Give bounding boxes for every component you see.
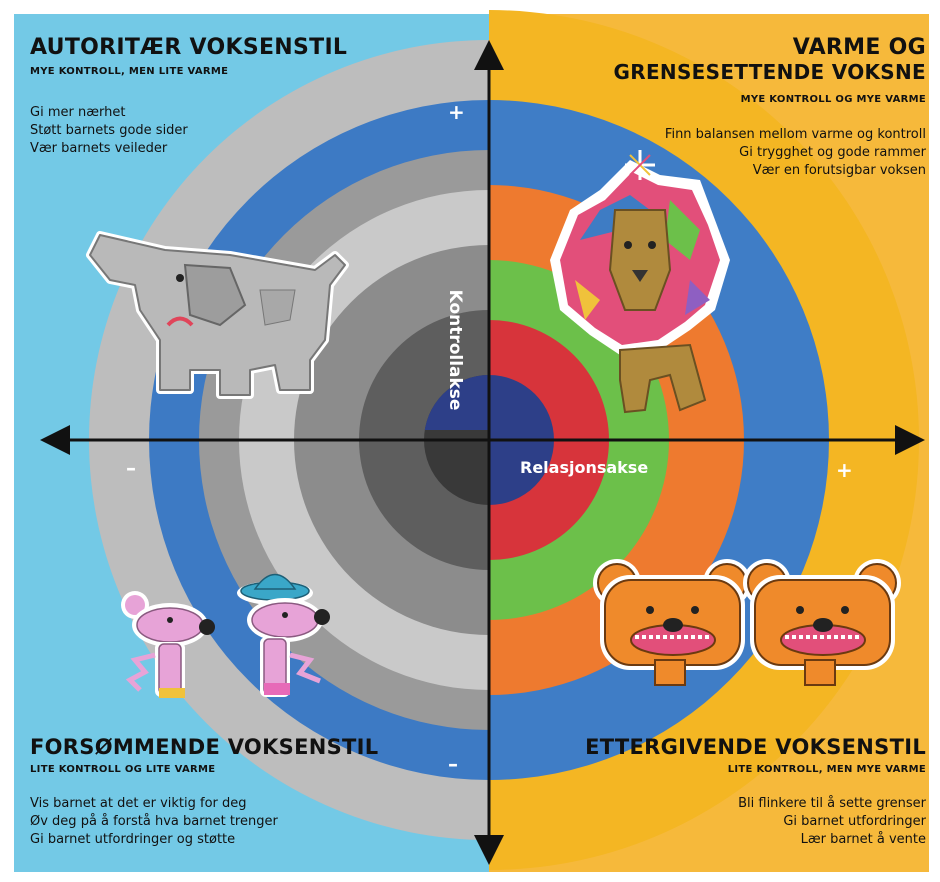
tip: Øv deg på å forstå hva barnet trenger <box>30 814 278 829</box>
elephant-illustration <box>86 231 349 399</box>
tip: Gi mer nærhet <box>30 105 126 120</box>
tip: Vis barnet at det er viktig for deg <box>30 796 247 811</box>
bottom-right-tips: Bli flinkere til å sette grenser Gi barn… <box>738 795 926 849</box>
tip: Gi trygghet og gode rammer <box>739 145 926 160</box>
top-left-subtitle: MYE KONTROLL, MEN LITE VARME <box>30 66 229 77</box>
top-plus-sign: + <box>448 100 465 124</box>
tip: Finn balansen mellom varme og kontroll <box>664 127 926 142</box>
left-minus-sign: – <box>126 456 136 480</box>
mouse-right <box>237 573 330 697</box>
tip: Lær barnet å vente <box>800 832 926 847</box>
tip: Gi barnet utfordringer og støtte <box>30 832 236 847</box>
mouse-left <box>121 591 215 698</box>
bottom-left-subtitle: LITE KONTROLL OG LITE VARME <box>30 764 216 775</box>
tip: Vær barnets veileder <box>30 141 168 156</box>
center-dot <box>424 375 489 430</box>
tip: Vær en forutsigbar voksen <box>752 163 926 178</box>
sparkle-icon <box>625 150 655 180</box>
tip: Støtt barnets gode sider <box>30 123 188 138</box>
bears-illustration <box>593 559 901 686</box>
top-left-tips: Gi mer nærhet Støtt barnets gode sider V… <box>30 104 188 158</box>
lion-illustration <box>550 150 730 414</box>
bottom-minus-sign: – <box>448 752 458 776</box>
bear-left <box>593 559 751 686</box>
bottom-right-subtitle: LITE KONTROLL, MEN MYE VARME <box>727 764 926 775</box>
mice-illustration <box>121 573 330 698</box>
top-right-subtitle: MYE KONTROLL OG MYE VARME <box>740 94 926 105</box>
top-right-title-line2: GRENSESETTENDE VOKSNE <box>613 60 926 84</box>
bottom-right-title: ETTERGIVENDE VOKSENSTIL <box>585 735 926 759</box>
tip: Bli flinkere til å sette grenser <box>738 796 926 811</box>
bear-right <box>743 559 901 686</box>
horizontal-axis-label: Relasjonsakse <box>520 458 649 477</box>
tip: Gi barnet utfordringer <box>783 814 926 829</box>
right-plus-sign: + <box>836 458 853 482</box>
top-right-tips: Finn balansen mellom varme og kontroll G… <box>665 126 926 180</box>
top-right-title-line1: VARME OG <box>792 35 926 60</box>
bottom-left-tips: Vis barnet at det er viktig for deg Øv d… <box>30 795 278 849</box>
vertical-axis-label: Kontrollakse <box>445 290 465 411</box>
top-left-title: AUTORITÆR VOKSENSTIL <box>30 35 348 60</box>
bottom-left-title: FORSØMMENDE VOKSENSTIL <box>30 735 379 759</box>
